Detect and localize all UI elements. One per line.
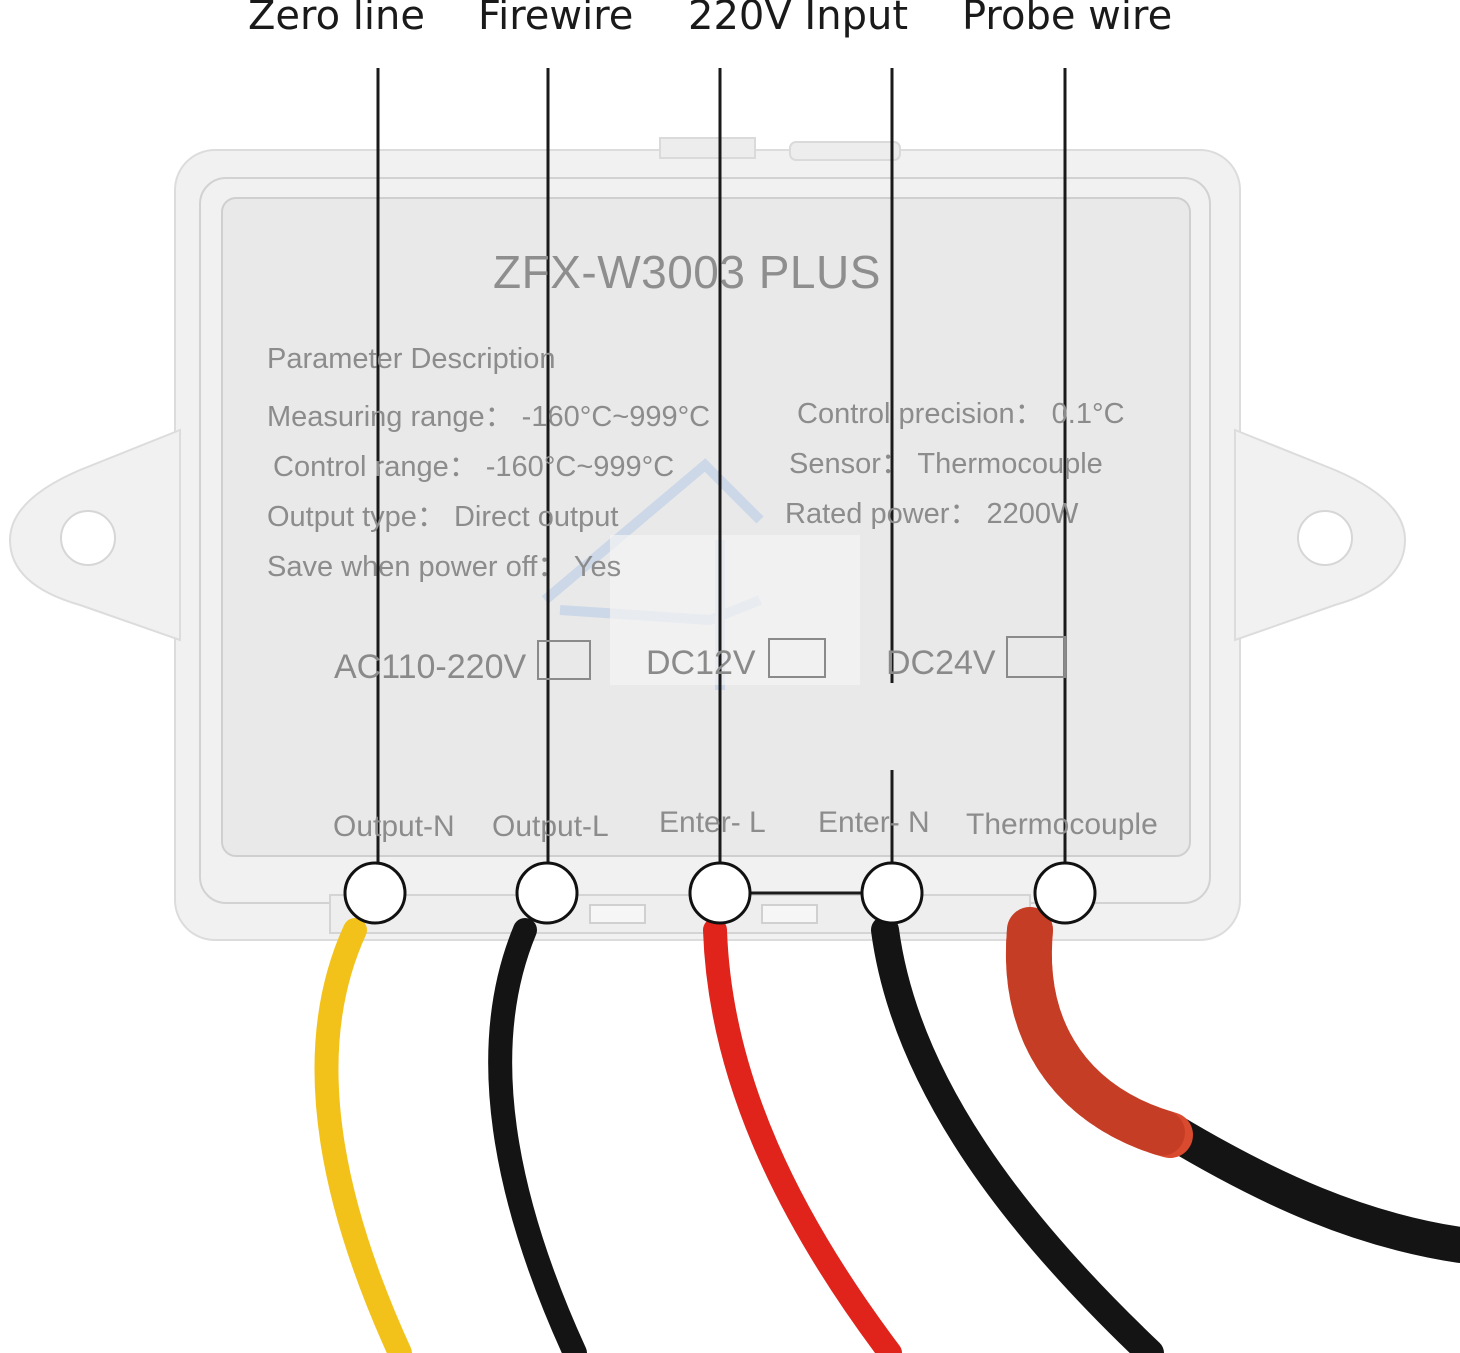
- thermocouple-cable-sheath: [1152, 1112, 1460, 1263]
- voltage-checkbox-dc12: [768, 638, 826, 678]
- model-name: ZFX-W3003 PLUS: [493, 246, 881, 298]
- parameter-heading: Parameter Description: [267, 343, 556, 375]
- control-precision: Control precision： 0.1°C: [797, 398, 1125, 430]
- control-range: Control range： -160°C~999°C: [273, 451, 675, 483]
- label-face: [221, 197, 1191, 857]
- rated-power: Rated power： 2200W: [785, 498, 1079, 530]
- terminal-markers: [343, 861, 1097, 925]
- right-mounting-hole: [1297, 510, 1353, 566]
- terminal-label-enter-n: Enter- N: [818, 806, 930, 839]
- marker-thermocouple: [1033, 861, 1097, 925]
- cables: [314, 907, 1460, 1353]
- voltage-checkbox-dc24: [1006, 636, 1066, 678]
- callout-probe-wire: Probe wire: [962, 0, 1173, 39]
- sensor-type: Sensor： Thermocouple: [789, 448, 1103, 480]
- marker-enter-n: [860, 861, 924, 925]
- left-mounting-hole: [60, 510, 116, 566]
- voltage-option-dc12: DC12V: [646, 644, 756, 682]
- terminal-label-thermocouple: Thermocouple: [966, 808, 1158, 841]
- callout-firewire: Firewire: [478, 0, 634, 39]
- yellow-wire: [314, 918, 412, 1353]
- voltage-checkbox-ac: [537, 640, 591, 680]
- terminal-label-enter-l: Enter- L: [659, 806, 766, 839]
- terminal-ledge: [329, 894, 1031, 934]
- measuring-range: Measuring range： -160°C~999°C: [267, 401, 711, 433]
- black-wire-output-l: [488, 918, 587, 1353]
- red-wire-enter-l: [703, 918, 902, 1353]
- output-type: Output type： Direct output: [267, 501, 619, 533]
- black-wire-enter-n: [871, 916, 1164, 1353]
- voltage-option-ac: AC110-220V: [334, 648, 527, 686]
- marker-enter-l: [688, 861, 752, 925]
- marker-output-n: [343, 861, 407, 925]
- watermark-patch: [610, 535, 860, 685]
- terminal-label-output-l: Output-L: [492, 810, 609, 843]
- leader-lines: [376, 68, 1067, 895]
- callout-220v-input: 220V Input: [688, 0, 908, 39]
- save-power-off: Save when power off： Yes: [267, 551, 622, 583]
- callout-zero-line: Zero line: [248, 0, 425, 39]
- thermocouple-braid-texture: [1005, 907, 1193, 1158]
- marker-output-l: [515, 861, 579, 925]
- voltage-option-dc24: DC24V: [886, 644, 996, 682]
- terminal-label-output-n: Output-N: [333, 810, 455, 843]
